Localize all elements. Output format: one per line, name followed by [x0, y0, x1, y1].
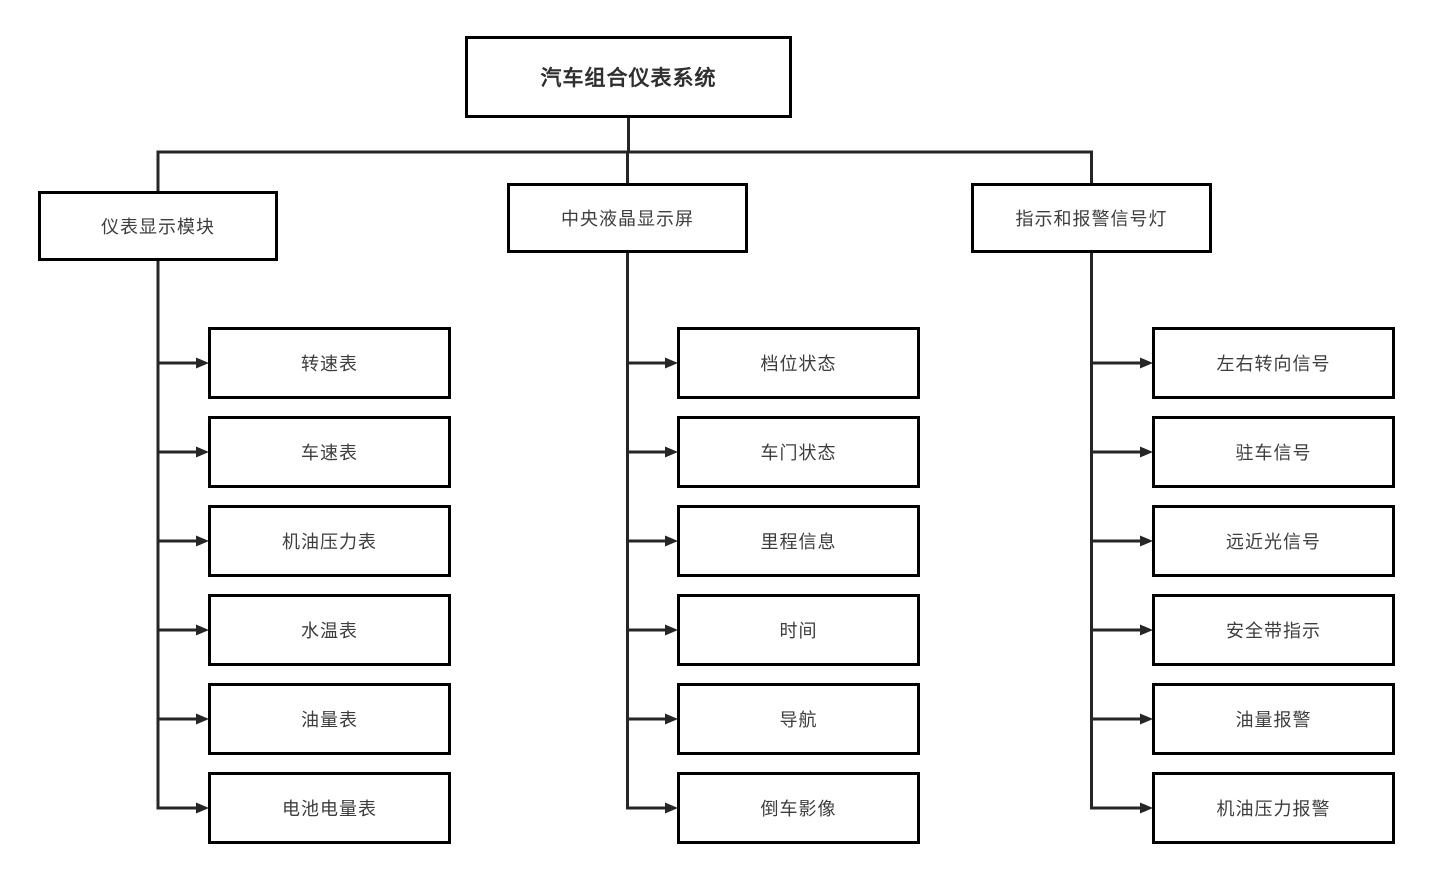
arrowhead-icon	[196, 624, 209, 636]
node-label: 倒车影像	[760, 799, 837, 819]
node-label: 车速表	[301, 443, 358, 463]
node-label: 中央液晶显示屏	[561, 209, 694, 229]
node-label: 转速表	[301, 354, 358, 374]
arrowhead-icon	[665, 535, 678, 547]
node-label: 仪表显示模块	[101, 217, 215, 237]
arrowhead-icon	[1140, 446, 1153, 458]
node-branch-indicator-warning: 指示和报警信号灯	[971, 183, 1212, 253]
node-label: 档位状态	[760, 354, 837, 374]
node-leaf-fuel-warning: 油量报警	[1152, 683, 1395, 755]
node-label: 远近光信号	[1226, 532, 1321, 552]
node-leaf-fuel-gauge: 油量表	[208, 683, 451, 755]
node-label: 油量报警	[1235, 710, 1312, 730]
node-root-label: 汽车组合仪表系统	[540, 67, 717, 90]
arrowhead-icon	[196, 713, 209, 725]
node-label: 里程信息	[760, 532, 837, 552]
node-branch-instrument-display: 仪表显示模块	[38, 191, 278, 261]
column-2-connectors	[1090, 252, 1153, 814]
arrowhead-icon	[196, 357, 209, 369]
arrowhead-icon	[1140, 624, 1153, 636]
node-leaf-mileage-info: 里程信息	[677, 505, 920, 577]
column-0-connectors	[156, 260, 209, 814]
node-leaf-gear-status: 档位状态	[677, 327, 920, 399]
arrowhead-icon	[1140, 802, 1153, 814]
node-root: 汽车组合仪表系统	[465, 36, 792, 118]
node-leaf-oil-pressure-gauge: 机油压力表	[208, 505, 451, 577]
arrowhead-icon	[665, 446, 678, 458]
arrowhead-icon	[665, 624, 678, 636]
arrowhead-icon	[196, 535, 209, 547]
node-label: 驻车信号	[1235, 443, 1312, 463]
arrowhead-icon	[665, 357, 678, 369]
node-label: 导航	[779, 710, 818, 730]
arrowhead-icon	[1140, 357, 1153, 369]
node-branch-central-lcd: 中央液晶显示屏	[507, 183, 748, 253]
node-leaf-seatbelt-indicator: 安全带指示	[1152, 594, 1395, 666]
node-label: 水温表	[301, 621, 358, 641]
column-1-connectors	[626, 252, 678, 814]
node-leaf-tachometer: 转速表	[208, 327, 451, 399]
node-label: 机油压力报警	[1216, 799, 1331, 819]
node-label: 安全带指示	[1226, 621, 1321, 641]
node-leaf-navigation: 导航	[677, 683, 920, 755]
root-connectors	[156, 117, 1093, 192]
node-leaf-turn-signals: 左右转向信号	[1152, 327, 1395, 399]
node-label: 时间	[779, 621, 818, 641]
node-leaf-time: 时间	[677, 594, 920, 666]
arrowhead-icon	[1140, 713, 1153, 725]
node-label: 油量表	[301, 710, 358, 730]
node-label: 车门状态	[760, 443, 837, 463]
node-label: 机油压力表	[282, 532, 377, 552]
node-leaf-beam-signal: 远近光信号	[1152, 505, 1395, 577]
node-leaf-door-status: 车门状态	[677, 416, 920, 488]
node-leaf-speedometer: 车速表	[208, 416, 451, 488]
node-leaf-oil-pressure-warning: 机油压力报警	[1152, 772, 1395, 844]
node-leaf-battery-gauge: 电池电量表	[208, 772, 451, 844]
node-label: 指示和报警信号灯	[1015, 209, 1168, 229]
node-leaf-parking-signal: 驻车信号	[1152, 416, 1395, 488]
node-leaf-water-temp-gauge: 水温表	[208, 594, 451, 666]
arrowhead-icon	[665, 713, 678, 725]
arrowhead-icon	[665, 802, 678, 814]
arrowhead-icon	[196, 802, 209, 814]
node-leaf-reversing-camera: 倒车影像	[677, 772, 920, 844]
arrowhead-icon	[1140, 535, 1153, 547]
node-label: 左右转向信号	[1216, 354, 1331, 374]
arrowhead-icon	[196, 446, 209, 458]
node-label: 电池电量表	[282, 799, 377, 819]
